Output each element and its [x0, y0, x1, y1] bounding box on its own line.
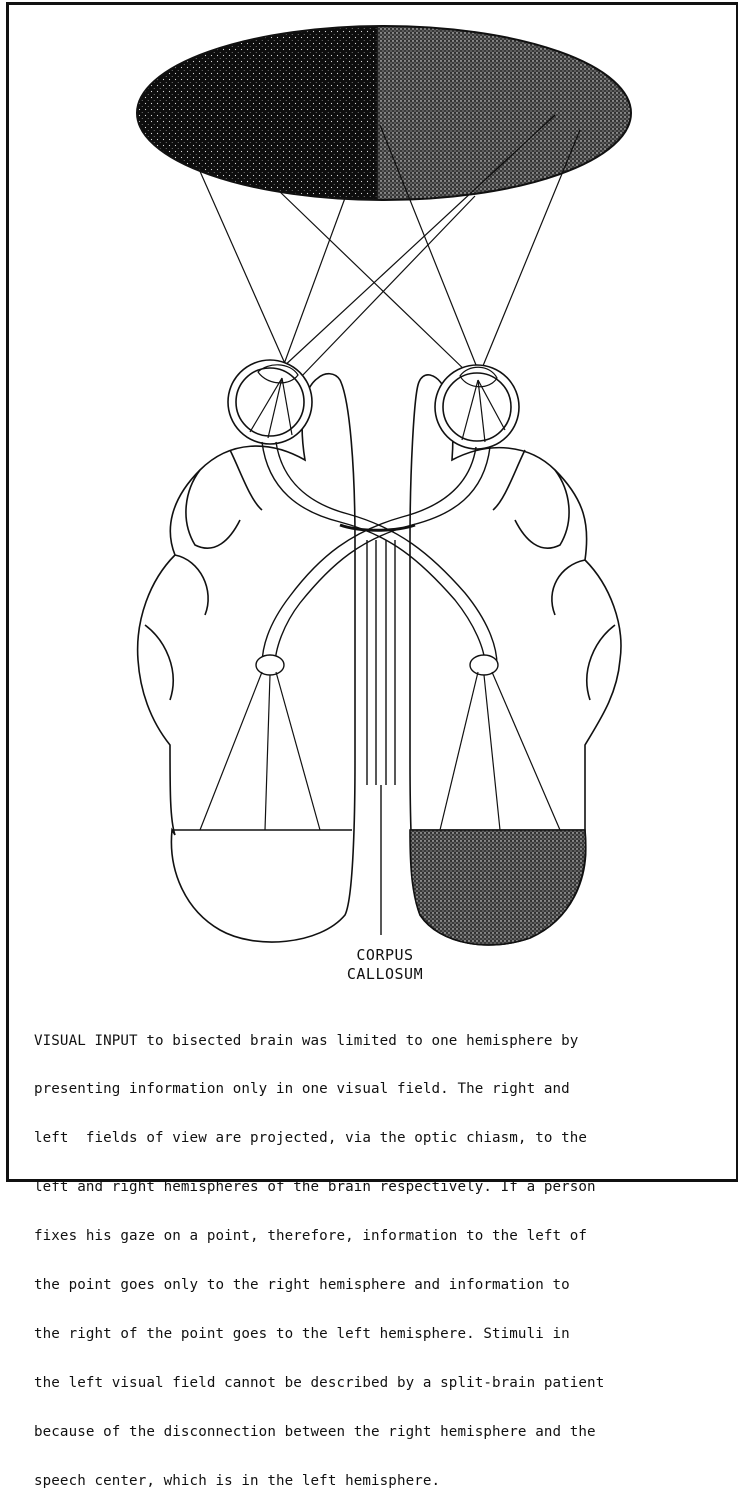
left-hemisphere [138, 374, 355, 942]
caption-line: left and right hemispheres of the brain … [34, 1179, 739, 1195]
caption-line: left fields of view are projected, via t… [34, 1130, 739, 1146]
corpus-callosum [367, 540, 395, 935]
caption-line: speech center, which is in the left hemi… [34, 1473, 739, 1489]
caption-line: presenting information only in one visua… [34, 1081, 739, 1097]
caption-line: the point goes only to the right hemisph… [34, 1277, 739, 1293]
split-brain-diagram [0, 0, 744, 1000]
eyes [228, 360, 519, 449]
optic-pathways [262, 442, 497, 665]
figure-caption: VISUAL INPUT to bisected brain was limit… [34, 1000, 739, 1505]
lateral-geniculate [256, 655, 498, 675]
caption-line: fixes his gaze on a point, therefore, in… [34, 1228, 739, 1244]
optic-radiations [200, 672, 560, 830]
label-callosum: CALLOSUM [340, 965, 430, 984]
visual-field-ellipse [137, 26, 631, 200]
caption-line: because of the disconnection between the… [34, 1424, 739, 1440]
caption-line: the left visual field cannot be describe… [34, 1375, 739, 1391]
caption-line: VISUAL INPUT to bisected brain was limit… [34, 1033, 739, 1049]
right-eye [435, 365, 519, 449]
right-occipital-shaded [410, 830, 586, 945]
caption-line: the right of the point goes to the left … [34, 1326, 739, 1342]
label-corpus: CORPUS [340, 946, 430, 965]
